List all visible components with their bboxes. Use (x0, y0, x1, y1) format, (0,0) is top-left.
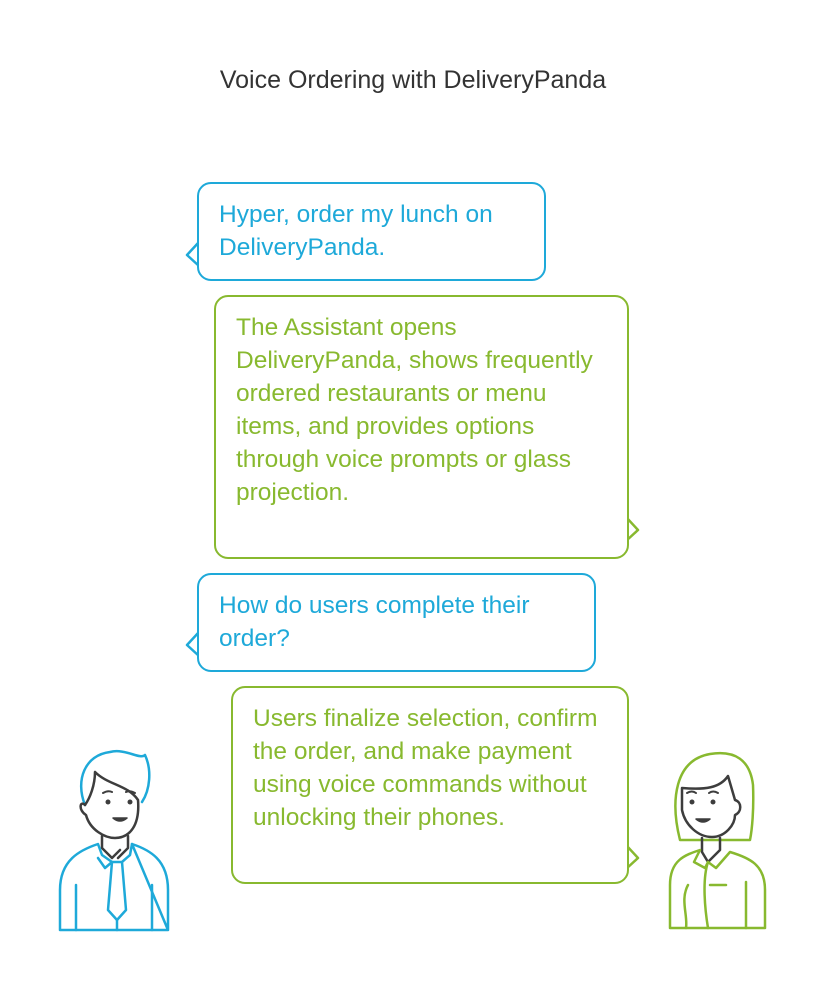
speech-bubble-user-1: Hyper, order my lunch on DeliveryPanda. (197, 182, 546, 281)
speech-bubble-user-2: How do users complete their order? (197, 573, 596, 672)
bubble-tail (625, 844, 640, 870)
bubble-tail (185, 631, 200, 657)
user-avatar-icon (58, 749, 170, 932)
bubble-tail (625, 516, 640, 542)
bubble-tail (185, 241, 200, 267)
speech-bubble-assistant-2: Users finalize selection, confirm the or… (231, 686, 629, 884)
speech-bubble-assistant-1: The Assistant opens DeliveryPanda, shows… (214, 295, 629, 559)
diagram-title: Voice Ordering with DeliveryPanda (219, 66, 607, 94)
assistant-avatar-icon (668, 751, 767, 930)
